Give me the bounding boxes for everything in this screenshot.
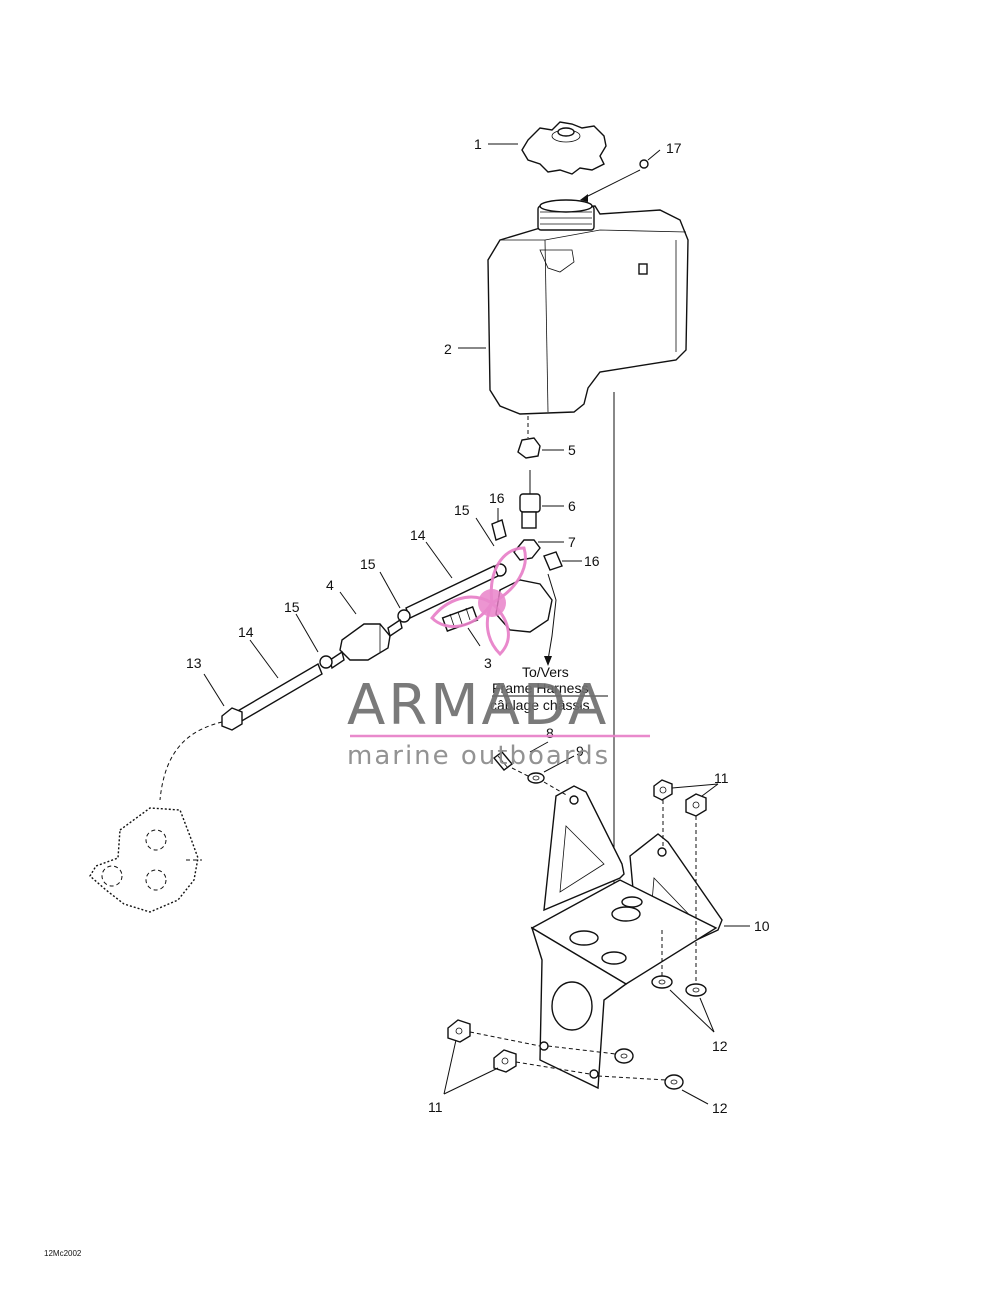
oil-tank: [487, 199, 689, 415]
part-7-elbow: [513, 539, 541, 561]
callout-6: 6: [568, 498, 576, 514]
callout-14-b: 14: [238, 624, 254, 640]
part-11-nut-bottom-b: [493, 1049, 517, 1073]
part-5-grommet: [517, 437, 541, 459]
note-line-2: Frame Harness: [492, 680, 588, 696]
hose-assembly: [159, 563, 507, 801]
part-3-sensor: [441, 573, 557, 666]
callout-5: 5: [568, 442, 576, 458]
part-12-washer-right-a: [651, 975, 673, 989]
part-12-washer-right-b: [685, 983, 707, 997]
oil-pump: [89, 807, 202, 913]
part-16-clip-b: [543, 551, 563, 571]
part-9-washer: [527, 772, 545, 784]
callout-14-a: 14: [410, 527, 426, 543]
callout-9: 9: [576, 743, 584, 759]
part-12-washer-bottom-a: [614, 1048, 634, 1064]
drawing-code: 12Mc2002: [44, 1249, 82, 1258]
armada-watermark: ARMADA marine outboards: [347, 546, 650, 771]
part-8-screw: [492, 751, 514, 771]
tank-cap: [521, 121, 607, 175]
part-17-vent: [639, 159, 649, 169]
part-11-nut-bottom-a: [447, 1019, 471, 1043]
callout-12-a: 12: [712, 1038, 728, 1054]
watermark-brand: ARMADA: [347, 673, 609, 738]
callout-8: 8: [546, 725, 554, 741]
part-11-nut-top-a: [653, 779, 673, 801]
callout-13: 13: [186, 655, 202, 671]
callout-10: 10: [754, 918, 770, 934]
callout-16-b: 16: [584, 553, 600, 569]
harness-note: To/Vers Frame Harness câblage châssis: [490, 664, 608, 713]
callout-17: 17: [666, 140, 682, 156]
callout-7: 7: [568, 534, 576, 550]
watermark-tagline: marine outboards: [347, 741, 610, 771]
part-6-fitting: [519, 470, 541, 529]
note-line-3: câblage châssis: [490, 697, 590, 713]
callout-16-a: 16: [489, 490, 505, 506]
part-16-clip-a: [491, 519, 507, 541]
callout-15-a: 15: [454, 502, 470, 518]
callout-4: 4: [326, 577, 334, 593]
callout-11-b: 11: [428, 1099, 443, 1115]
armada-propeller-logo: [430, 546, 527, 657]
note-line-1: To/Vers: [522, 664, 569, 680]
callout-12-b: 12: [712, 1100, 728, 1116]
leader-lines: [203, 143, 750, 1105]
callout-3: 3: [484, 655, 492, 671]
callout-1: 1: [474, 136, 482, 152]
part-11-nut-top-b: [685, 793, 707, 817]
part-12-washer-bottom-b: [664, 1074, 684, 1090]
callout-2: 2: [444, 341, 452, 357]
callouts: 1 17 2 5 6 16 15 7 14 16 15 4 15 14 3 13…: [186, 136, 770, 1116]
callout-11-a: 11: [714, 770, 729, 786]
callout-15-c: 15: [284, 599, 300, 615]
part-10-bracket: [530, 785, 723, 1090]
callout-15-b: 15: [360, 556, 376, 572]
